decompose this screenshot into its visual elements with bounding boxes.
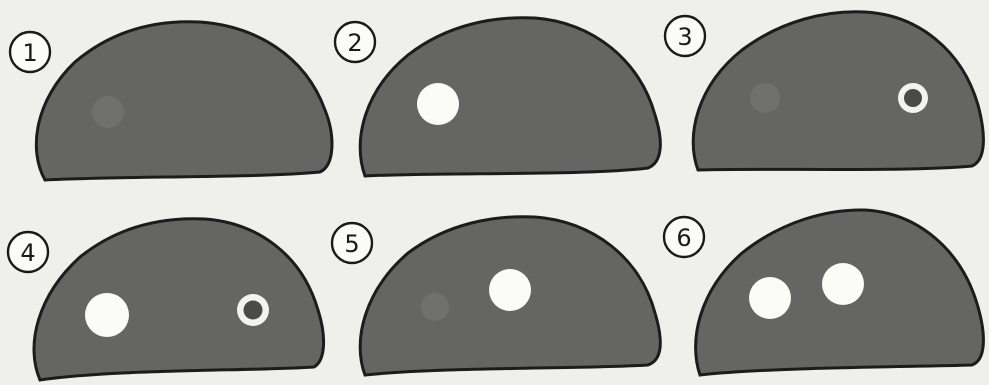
panel-5: 5 [330, 195, 670, 385]
panel-number: 4 [20, 239, 35, 267]
panel-number: 5 [344, 230, 359, 258]
panel-1: 1 [0, 0, 340, 195]
hole [417, 83, 459, 125]
faint-spot [750, 83, 780, 113]
faint-spot [92, 96, 124, 128]
panel-3: 3 [660, 0, 989, 195]
hole [749, 277, 791, 319]
panel-number-badge: 5 [332, 223, 372, 263]
panel-number-badge: 4 [8, 232, 48, 272]
panel-2: 2 [330, 0, 670, 195]
ring-hole-center [904, 89, 922, 107]
hole [489, 269, 531, 311]
panel-number-badge: 2 [335, 22, 375, 62]
panel-4: 4 [0, 195, 340, 385]
ring-hole-center [244, 301, 263, 320]
semicircle-shape [693, 12, 983, 170]
hole [85, 293, 129, 337]
semicircle-shape [36, 22, 332, 180]
semicircle-shape [34, 219, 324, 380]
panel-number: 6 [676, 224, 691, 252]
panel-number-badge: 6 [664, 217, 704, 257]
semicircle-shape [360, 18, 660, 176]
panel-number: 3 [677, 23, 692, 51]
panel-number: 1 [22, 39, 37, 67]
panel-number-badge: 3 [665, 16, 705, 56]
faint-spot [421, 293, 449, 321]
panel-6: 6 [660, 195, 989, 385]
panel-number-badge: 1 [10, 32, 50, 72]
panel-number: 2 [347, 29, 362, 57]
hole [822, 263, 864, 305]
